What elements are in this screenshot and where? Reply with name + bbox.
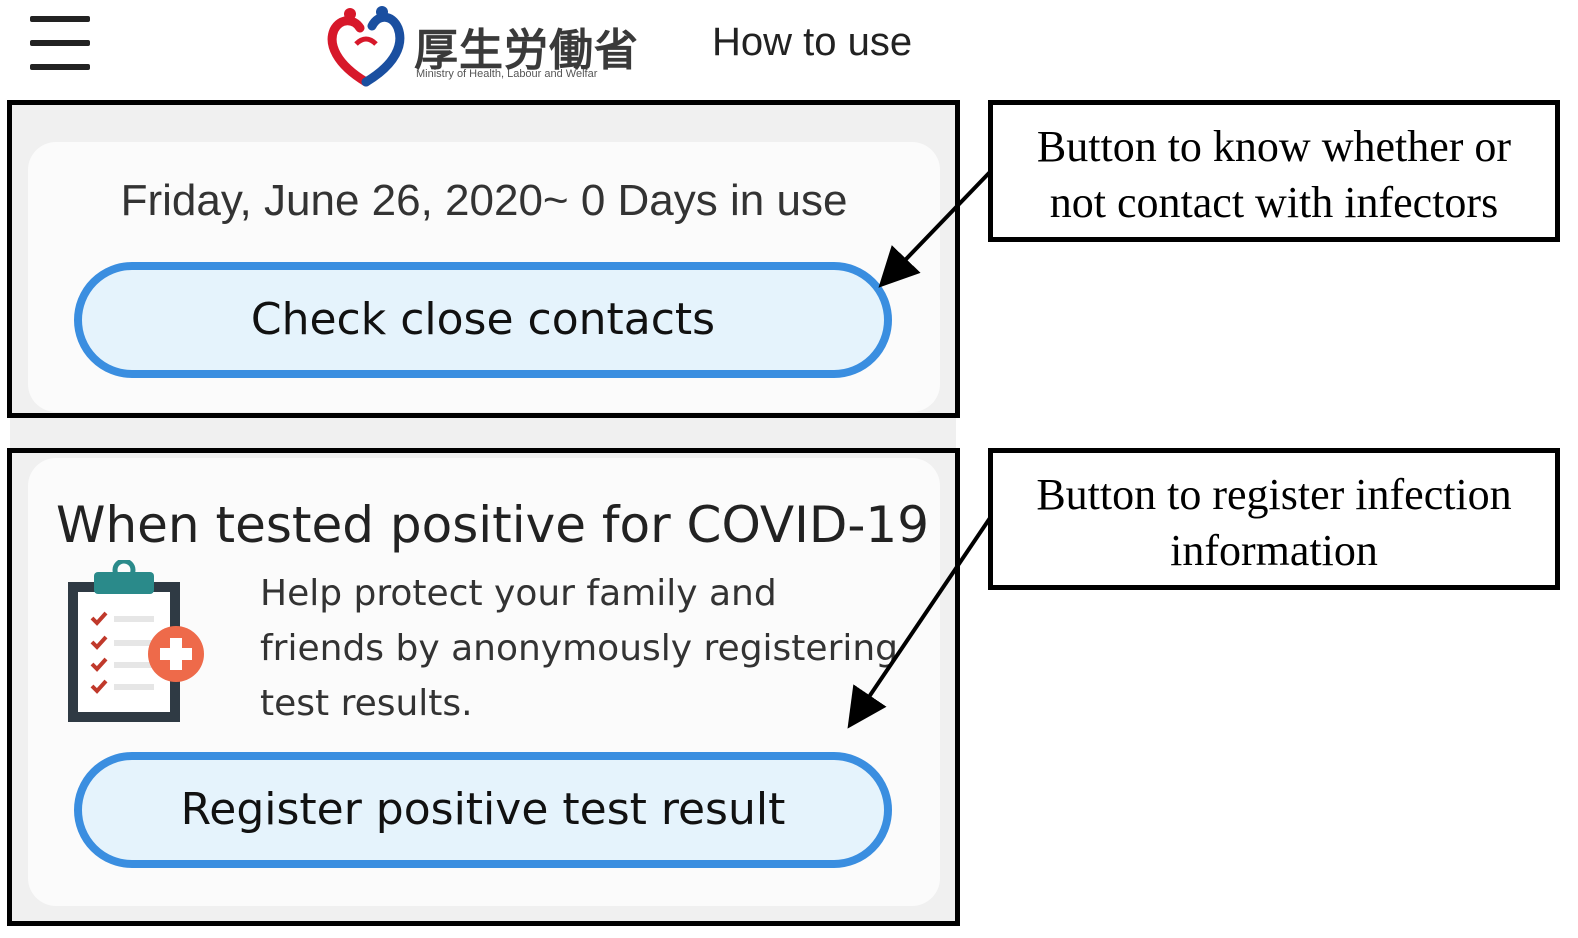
positive-card-title: When tested positive for COVID-19 bbox=[56, 496, 930, 554]
how-to-use-link[interactable]: How to use bbox=[712, 20, 913, 64]
register-positive-result-button[interactable]: Register positive test result bbox=[74, 752, 892, 868]
callout-register-line-2: information bbox=[1170, 526, 1378, 575]
ministry-emblem-icon bbox=[327, 6, 405, 87]
callout-register: Button to register infection information bbox=[988, 448, 1560, 590]
usage-date-text: Friday, June 26, 2020~ 0 Days in use bbox=[120, 176, 848, 225]
ministry-logo: 厚生労働省 Ministry of Health, Labour and Wel… bbox=[326, 4, 646, 88]
positive-card-description: Help protect your family and friends by … bbox=[260, 573, 899, 724]
logo-japanese-text: 厚生労働省 bbox=[414, 25, 639, 76]
contact-section-frame bbox=[7, 100, 960, 418]
positive-section-frame bbox=[7, 448, 960, 926]
callout-contact-line-1: Button to know whether or bbox=[1036, 122, 1512, 171]
hamburger-menu-icon[interactable] bbox=[30, 16, 90, 70]
logo-english-text: Ministry of Health, Labour and Welfar bbox=[416, 68, 598, 80]
callout-contact-line-2: not contact with infectors bbox=[1049, 178, 1499, 227]
clipboard-medical-icon bbox=[68, 560, 204, 722]
callout-contact-check: Button to know whether or not contact wi… bbox=[988, 100, 1560, 242]
check-close-contacts-button[interactable]: Check close contacts bbox=[74, 262, 892, 378]
callout-register-line-1: Button to register infection bbox=[1036, 470, 1512, 519]
